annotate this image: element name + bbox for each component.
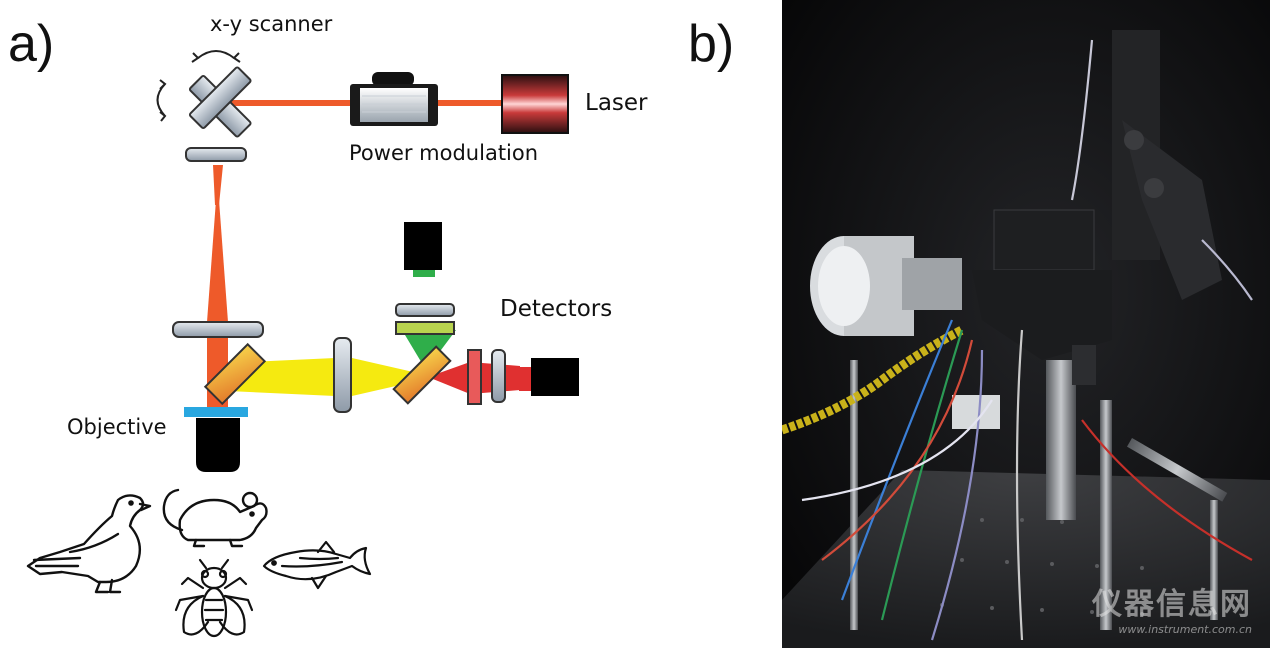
detectors-label: Detectors [500,296,613,322]
objective-lens [196,418,240,472]
post-right [1100,400,1112,630]
watermark-main: 仪器信息网 [1092,587,1252,622]
xy-scanner-mirrors [188,66,252,138]
watermark-sub: www.instrument.com.cn [1118,623,1252,636]
primary-dichroic [203,342,267,406]
flexible-arm [782,325,965,435]
panel-a-schematic: a) [8,12,648,638]
mouse-icon [162,488,268,548]
tube-lens [172,321,264,338]
detector-housing [972,270,1112,360]
rotation-arrows-icon [156,50,241,122]
collection-lens [333,337,352,413]
red-detector-assembly [467,349,579,405]
objective-column [1046,360,1076,520]
scanner-box [993,209,1095,271]
post-left [850,360,858,630]
green-detector-assembly [395,222,455,335]
scan-arm [1122,120,1222,300]
laser-source [501,74,569,134]
scanner-label: x-y scanner [210,12,333,36]
laser-label: Laser [585,90,648,116]
fruit-fly-icon [174,558,254,638]
table-holes [940,518,1144,616]
panel-b-photo: 仪器信息网 www.instrument.com.cn [782,0,1270,648]
panel-b-label: b) [688,15,735,73]
zebrafish-icon [262,540,372,590]
secondary-dichroic [392,345,452,405]
scan-lens [185,147,247,162]
objective-label: Objective [67,415,167,439]
microscope-photo [782,0,1270,648]
panel-a-label: a) [8,15,55,73]
amplifier-box [952,395,1000,429]
cables [801,39,1253,641]
optical-schematic [26,50,579,638]
power-modulation-label: Power modulation [349,141,539,165]
pigeon-icon [26,494,152,594]
power-modulator [350,72,438,126]
watermark: 仪器信息网 www.instrument.com.cn [1092,579,1252,636]
green-channel-beam [402,330,456,370]
immersion-layer [184,407,248,417]
